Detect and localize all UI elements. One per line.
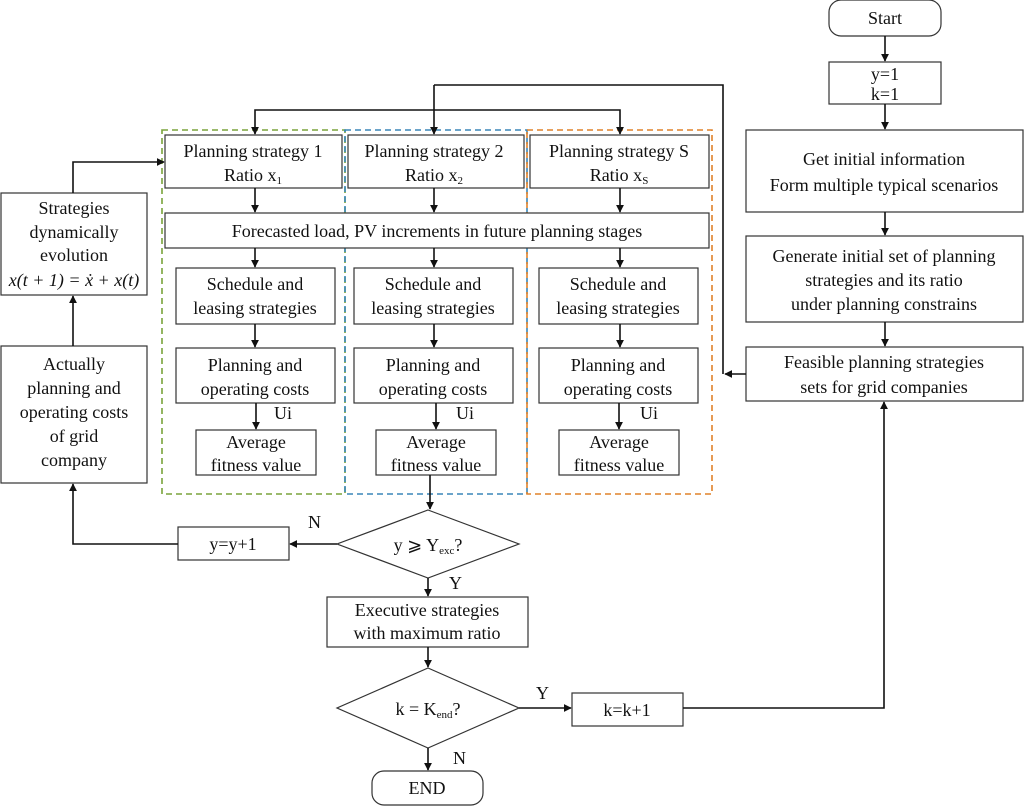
strategy-1-title: Planning strategy 1	[184, 141, 323, 161]
planning-cost-1-line-1: Planning and	[208, 355, 303, 375]
executive-box	[326, 596, 529, 648]
strategy-1-box	[164, 134, 343, 189]
get-info-line-2: Form multiple typical scenarios	[770, 175, 998, 195]
planning-cost-s-line-2: operating costs	[564, 379, 672, 399]
decision-y-no-label: N	[308, 512, 321, 532]
fitness-s-line-1: Average	[589, 432, 649, 452]
actual-line-3: operating costs	[20, 402, 128, 422]
ui-label-s: Ui	[640, 403, 658, 423]
y-increment-label: y=y+1	[209, 534, 256, 554]
generate-line-2: strategies and its ratio	[805, 270, 962, 290]
arrow-kinc-feasible	[683, 401, 888, 709]
planning-cost-box-1	[175, 347, 336, 404]
get-info-box	[745, 129, 1024, 213]
fitness-s-line-2: fitness value	[574, 455, 664, 475]
end-label: END	[409, 778, 446, 798]
fitness-2-line-1: Average	[406, 432, 466, 452]
generate-box	[745, 235, 1024, 323]
schedule-box-1	[175, 267, 336, 325]
feasible-line-2: sets for grid companies	[800, 377, 967, 397]
planning-cost-2-line-2: operating costs	[379, 379, 487, 399]
actual-line-1: Actually	[43, 354, 105, 374]
planning-cost-box-2	[353, 347, 514, 404]
init-box	[828, 61, 942, 105]
schedule-box-2	[353, 267, 514, 325]
strategy-s-ratio: Ratio xS	[590, 165, 649, 187]
executive-line-1: Executive strategies	[355, 600, 499, 620]
fitness-box-s	[558, 429, 680, 476]
executive-line-2: with maximum ratio	[354, 623, 501, 643]
schedule-s-line-2: leasing strategies	[556, 298, 679, 318]
schedule-s-line-1: Schedule and	[570, 274, 666, 294]
fitness-box-1	[195, 429, 317, 476]
forecast-box	[164, 212, 710, 249]
fitness-2-line-2: fitness value	[391, 455, 481, 475]
planning-cost-s-line-1: Planning and	[571, 355, 666, 375]
fitness-1-line-2: fitness value	[211, 455, 301, 475]
schedule-2-line-2: leasing strategies	[371, 298, 494, 318]
decision-k-label: k = Kend?	[395, 699, 460, 721]
arrow-to-strategy-s	[434, 109, 624, 135]
arrow-evolution-strategy	[72, 158, 165, 193]
ui-label-2: Ui	[456, 403, 474, 423]
planning-cost-1-line-2: operating costs	[201, 379, 309, 399]
feasible-line-1: Feasible planning strategies	[784, 352, 984, 372]
init-y-label: y=1	[871, 64, 899, 84]
actual-line-2: planning and	[27, 378, 120, 398]
arrow-yinc-actual	[69, 483, 178, 545]
fitness-box-2	[375, 429, 497, 476]
y-increment-box	[177, 526, 290, 561]
arrow-to-strategy-1	[251, 109, 434, 135]
decision-k-no-label: N	[453, 748, 466, 768]
loop-top-line	[434, 84, 724, 374]
generate-line-3: under planning constrains	[791, 294, 977, 314]
evolution-line-3: evolution	[40, 245, 108, 265]
planning-cost-box-s	[538, 347, 699, 404]
evolution-box	[0, 192, 148, 296]
evolution-line-1: Strategies	[39, 198, 110, 218]
strategy-s-box	[529, 134, 710, 189]
schedule-1-line-2: leasing strategies	[193, 298, 316, 318]
actual-line-5: company	[41, 450, 107, 470]
schedule-2-line-1: Schedule and	[385, 274, 481, 294]
end-terminal	[371, 770, 484, 806]
evolution-formula: x(t + 1) = ẋ + x(t)	[8, 270, 139, 291]
start-label: Start	[868, 8, 902, 28]
k-increment-box	[571, 692, 684, 727]
ui-label-1: Ui	[274, 403, 292, 423]
fitness-1-line-1: Average	[226, 432, 286, 452]
generate-line-1: Generate initial set of planning	[773, 246, 996, 266]
planning-cost-2-line-1: Planning and	[386, 355, 481, 375]
strategy-s-title: Planning strategy S	[549, 141, 689, 161]
decision-k-yes-label: Y	[536, 683, 549, 703]
schedule-box-s	[538, 267, 699, 325]
decision-y-yes-label: Y	[449, 573, 462, 593]
forecast-label: Forecasted load, PV increments in future…	[232, 221, 643, 241]
init-k-label: k=1	[871, 84, 899, 104]
actual-line-4: of grid	[50, 426, 99, 446]
actual-costs-box	[0, 345, 148, 484]
strategy-2-ratio: Ratio x2	[405, 165, 463, 187]
evolution-line-2: dynamically	[30, 222, 119, 242]
strategy-2-title: Planning strategy 2	[365, 141, 504, 161]
schedule-1-line-1: Schedule and	[207, 274, 303, 294]
decision-y-label: y ⩾ Yexc?	[394, 535, 463, 557]
k-increment-label: k=k+1	[603, 700, 650, 720]
strategy-1-ratio: Ratio x1	[224, 165, 282, 187]
get-info-line-1: Get initial information	[803, 149, 965, 169]
strategy-2-box	[347, 134, 525, 189]
